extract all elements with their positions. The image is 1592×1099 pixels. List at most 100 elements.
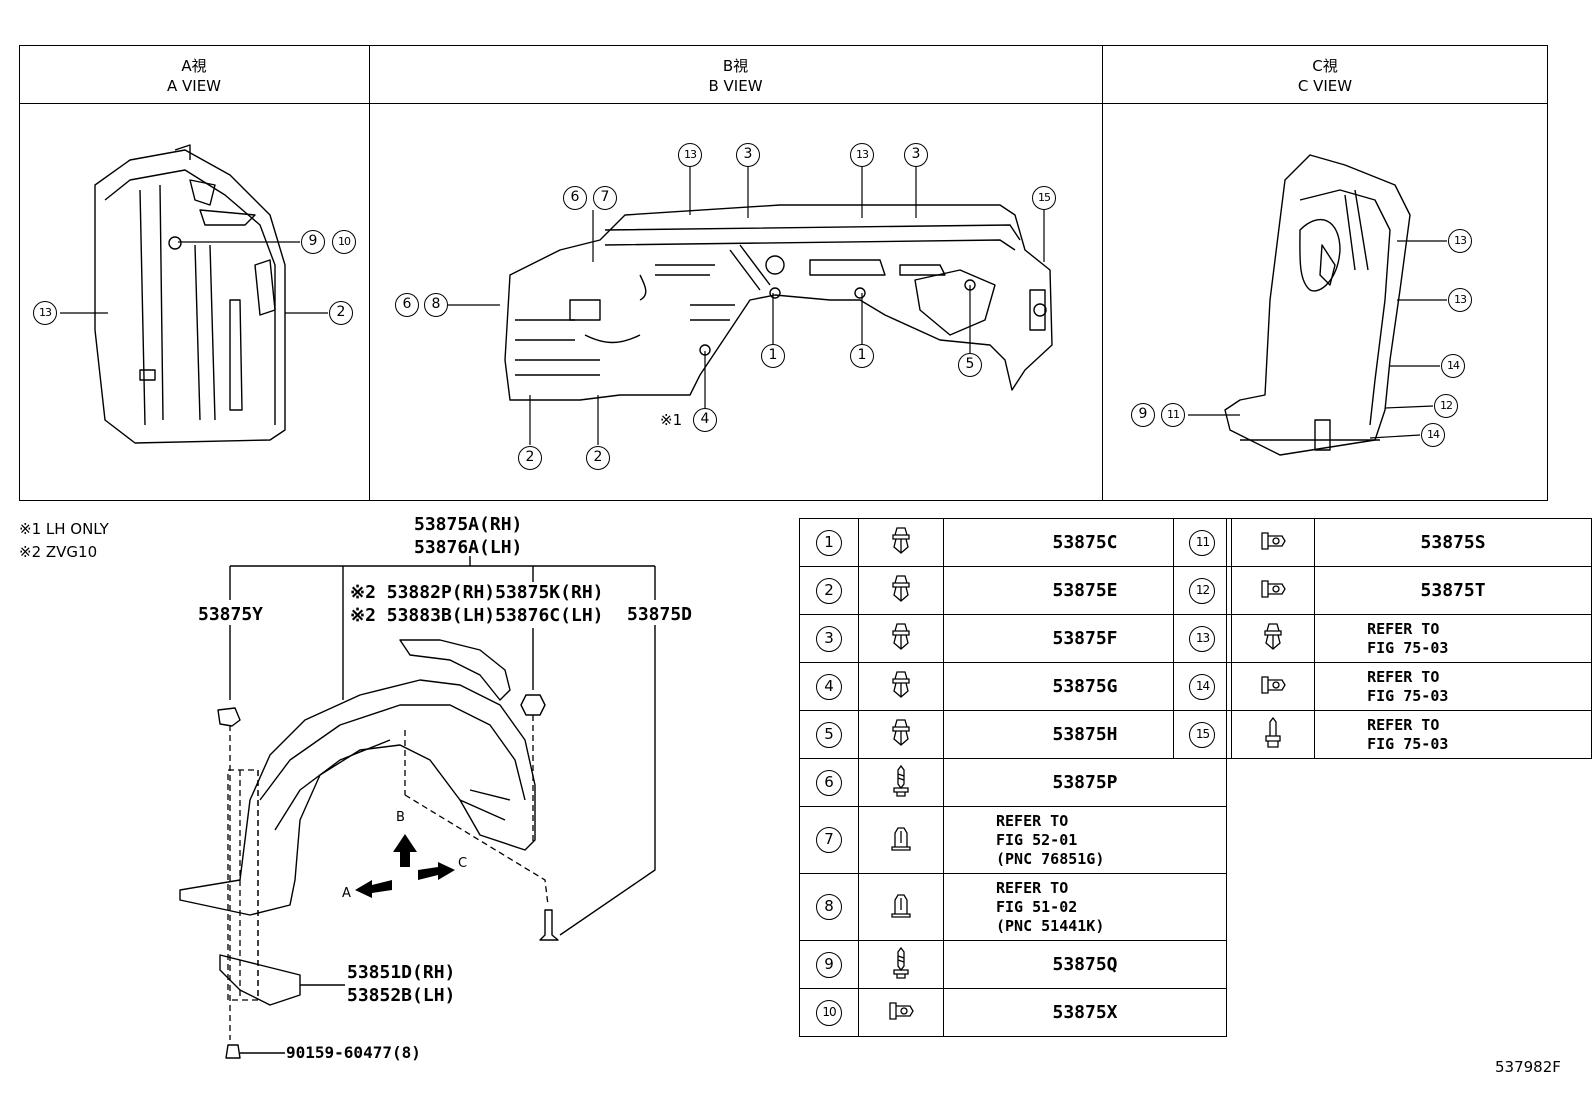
view-b-title-en: B VIEW [708, 77, 763, 95]
legend-number-9: 9 [816, 951, 842, 978]
arrow-c-label: C [458, 856, 468, 871]
views-header-divider [19, 103, 1548, 104]
a-callout-13: 13 [33, 301, 57, 325]
view-a-title-jp: A視 [181, 57, 207, 75]
sub-liner-lh-part-number: ※2 53883B(LH)53876C(LH) [350, 605, 604, 626]
c-callout-14-lower: 14 [1421, 423, 1445, 447]
legend-part-12: 53875T [1314, 566, 1592, 615]
legend-number-7: 7 [816, 827, 842, 853]
b-callout-6-left: 6 [395, 293, 419, 317]
arrow-a-icon [355, 880, 392, 898]
legend-part-13: REFER TO FIG 75-03 [1314, 614, 1592, 663]
b-callout-15: 15 [1032, 186, 1056, 210]
grommet-icon [1230, 566, 1316, 615]
c-callout-11: 11 [1161, 403, 1185, 427]
arrow-c-icon [418, 862, 455, 880]
view-c-title-jp: C視 [1312, 57, 1338, 75]
legend-number-11: 11 [1189, 529, 1216, 556]
b-callout-1-right: 1 [850, 344, 874, 368]
legend-left-row-10: 10 53875X [799, 988, 1227, 1037]
seal-lh-part-number: 53852B(LH) [347, 985, 456, 1006]
clip-d-top-icon [520, 694, 546, 716]
b-callout-8-left: 8 [424, 293, 448, 317]
push-rivet-clip-icon [858, 710, 944, 759]
main-liner-lh-part-number: 53876A(LH) [414, 537, 523, 558]
arrow-a-label: A [342, 886, 351, 901]
screw-icon [858, 758, 944, 807]
push-rivet-clip-icon [1230, 614, 1316, 663]
nut-clip-icon [858, 873, 944, 941]
a-callout-10: 10 [332, 230, 356, 254]
push-rivet-clip-icon [858, 662, 944, 711]
b-callout-3-right: 3 [904, 143, 928, 167]
view-b-title-jp: B視 [722, 57, 749, 75]
grommet-icon [1230, 662, 1316, 711]
b-callout-7-top: 7 [593, 186, 617, 210]
legend-number-10: 10 [816, 999, 842, 1026]
a-callout-2: 2 [329, 301, 353, 325]
grommet-icon [858, 988, 944, 1037]
arrow-b-label: B [396, 810, 405, 825]
legend-part-7: REFER TO FIG 52-01 (PNC 76851G) [943, 806, 1227, 874]
c-callout-14-upper: 14 [1441, 354, 1465, 378]
b-callout-3-left: 3 [736, 143, 760, 167]
legend-number-14: 14 [1189, 673, 1216, 700]
c-callout-13-upper: 13 [1448, 229, 1472, 253]
view-c-title-en: C VIEW [1297, 77, 1353, 95]
legend-number-5: 5 [816, 721, 842, 748]
bolt-bottom-icon [225, 1044, 241, 1059]
legend-part-10: 53875X [943, 988, 1227, 1037]
a-view-liner-drawing [94, 144, 286, 444]
note-zvg10: ※2 ZVG10 [19, 543, 98, 561]
arrow-b-icon [393, 834, 417, 867]
legend-left-row-9: 9 53875Q [799, 940, 1227, 989]
b-callout-4: 4 [693, 408, 717, 432]
wheel-arch-extension [399, 639, 511, 701]
views-divider-2 [1102, 45, 1103, 501]
b-callout-2-left: 2 [518, 446, 542, 470]
legend-part-6: 53875P [943, 758, 1227, 807]
legend-part-15: REFER TO FIG 75-03 [1314, 710, 1592, 759]
c-view-liner-drawing [1224, 154, 1411, 456]
b-callout-1-left: 1 [761, 344, 785, 368]
c-callout-9: 9 [1131, 403, 1155, 427]
view-a-header: A視 A VIEW [19, 56, 369, 96]
bolt-icon [1230, 710, 1316, 759]
view-direction-arrows [355, 834, 455, 898]
nut-clip-icon [858, 806, 944, 874]
view-c-header: C視 C VIEW [1102, 56, 1548, 96]
push-rivet-clip-icon [858, 566, 944, 615]
c-callout-13-lower: 13 [1448, 288, 1472, 312]
legend-number-13: 13 [1189, 625, 1216, 652]
note-lh-only: ※1 LH ONLY [19, 520, 109, 538]
a-callout-9: 9 [301, 230, 325, 254]
screw-icon [858, 940, 944, 989]
b-callout-6-top: 6 [563, 186, 587, 210]
view-a-title-en: A VIEW [166, 77, 222, 95]
bolt-part-number: 90159-60477(8) [286, 1043, 421, 1062]
b-callout-5: 5 [958, 353, 982, 377]
legend-part-9: 53875Q [943, 940, 1227, 989]
views-divider-1 [369, 45, 370, 501]
push-rivet-clip-icon [858, 614, 944, 663]
legend-right-row-11: 11 53875S [1173, 518, 1592, 567]
legend-part-11: 53875S [1314, 518, 1592, 567]
legend-right-row-13: 13 REFER TO FIG 75-03 [1173, 614, 1592, 663]
legend-number-2: 2 [816, 577, 842, 604]
clip-y-part-number: 53875Y [198, 604, 264, 625]
clip-y-icon [217, 707, 241, 727]
legend-number-3: 3 [816, 625, 842, 652]
